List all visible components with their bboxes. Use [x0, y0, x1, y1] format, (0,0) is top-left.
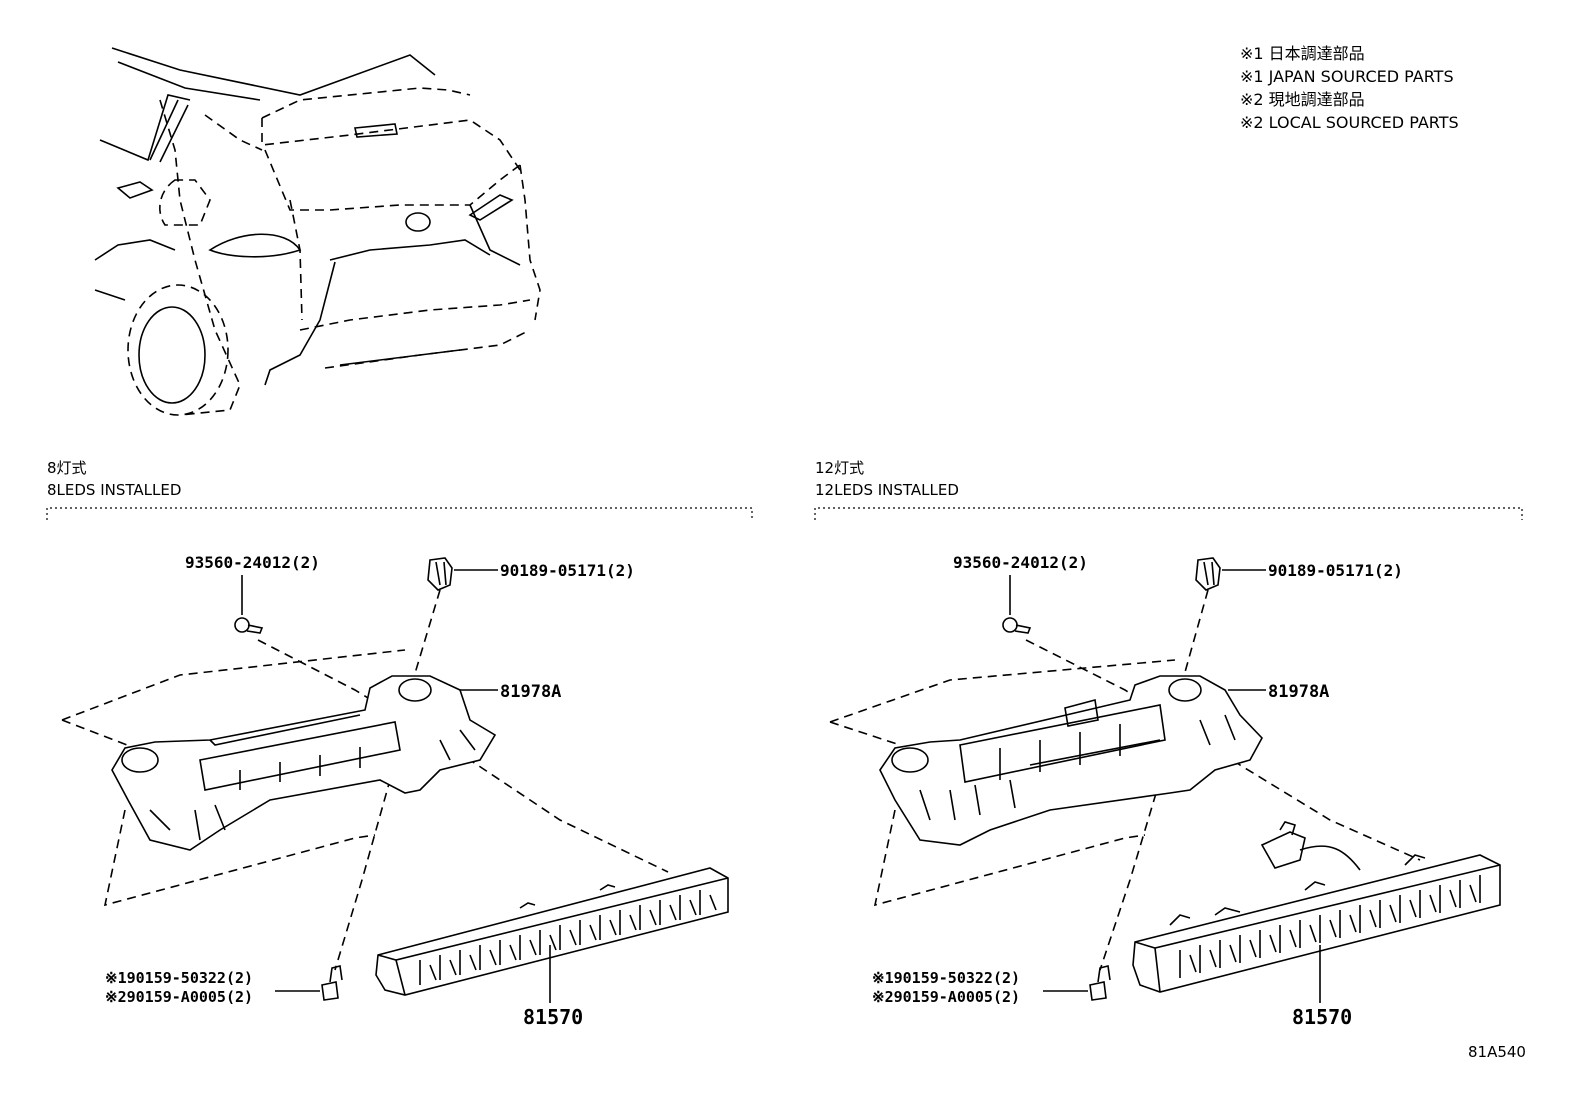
- part-number-clip: 90189-05171(2): [1268, 561, 1403, 580]
- bracket-icon: [879, 675, 1263, 846]
- clip-icon: [1195, 557, 1221, 591]
- part-number-bracket: 81978A: [1268, 682, 1329, 702]
- group-title-jp: 12灯式: [815, 459, 864, 477]
- lamp-icon: [1132, 821, 1501, 993]
- screw-icon: [234, 617, 264, 634]
- clip-icon: [427, 557, 453, 591]
- group-title-en: 8LEDS INSTALLED: [47, 481, 181, 499]
- group-bracket-line: [814, 507, 1523, 520]
- part-number-lamp: 81570: [523, 1005, 583, 1029]
- part-number-bolt-2: ※290159-A0005(2): [872, 988, 1020, 1006]
- part-number-screw: 93560-24012(2): [953, 553, 1088, 572]
- group-bracket-line: [46, 507, 753, 520]
- group-8leds: 8灯式 8LEDS INSTALLED 93560-24012(2) 90189…: [46, 459, 753, 1029]
- legend-line-2: ※1 JAPAN SOURCED PARTS: [1240, 67, 1454, 86]
- part-number-bolt-1: ※190159-50322(2): [872, 969, 1020, 987]
- legend-line-3: ※2 現地調達部品: [1240, 90, 1365, 109]
- lamp-icon: [375, 867, 729, 996]
- vehicle-rear-illustration: [94, 47, 541, 416]
- legend: ※1 日本調達部品 ※1 JAPAN SOURCED PARTS ※2 現地調達…: [1240, 44, 1459, 132]
- bolt-icon: [321, 965, 343, 1001]
- part-number-bracket: 81978A: [500, 682, 561, 702]
- screw-icon: [1002, 617, 1032, 634]
- diagram-code: 81A540: [1468, 1043, 1526, 1061]
- part-number-bolt-1: ※190159-50322(2): [105, 969, 253, 987]
- group-title-jp: 8灯式: [47, 459, 87, 477]
- legend-line-1: ※1 日本調達部品: [1240, 44, 1365, 63]
- bolt-icon: [1089, 965, 1111, 1001]
- legend-line-4: ※2 LOCAL SOURCED PARTS: [1240, 113, 1459, 132]
- part-number-screw: 93560-24012(2): [185, 553, 320, 572]
- group-12leds: 12灯式 12LEDS INSTALLED 93560-24012(2) 901…: [814, 459, 1523, 1029]
- part-number-bolt-2: ※290159-A0005(2): [105, 988, 253, 1006]
- part-number-clip: 90189-05171(2): [500, 561, 635, 580]
- part-number-lamp: 81570: [1292, 1005, 1352, 1029]
- bracket-icon: [111, 675, 497, 851]
- group-title-en: 12LEDS INSTALLED: [815, 481, 959, 499]
